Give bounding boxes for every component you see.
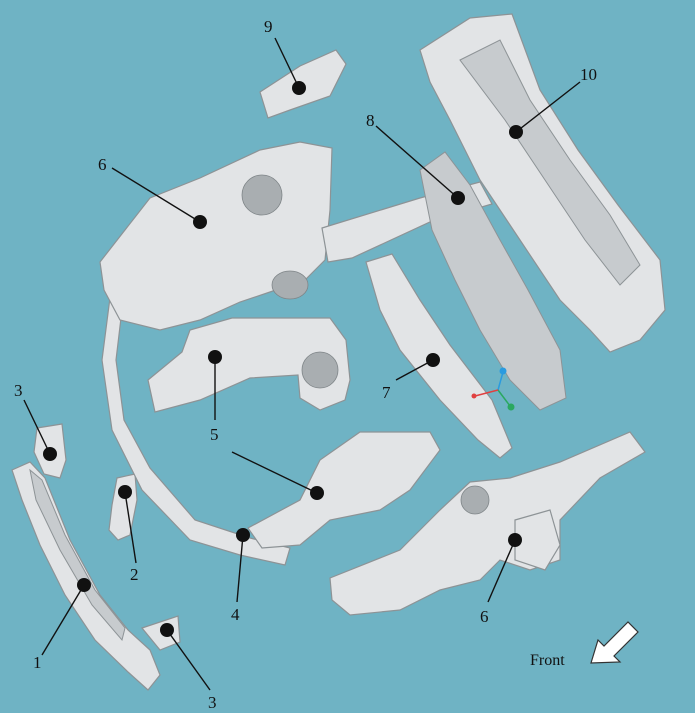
callout-3-lower: 3 xyxy=(160,623,217,712)
part-6-panel-upper xyxy=(99,141,333,331)
callout-6-upper: 6 xyxy=(98,155,207,229)
part-6-bracket xyxy=(514,509,561,571)
part-6-hole-c xyxy=(460,485,490,515)
callout-5-upper: 5 xyxy=(208,350,222,444)
callout-2: 2 xyxy=(118,485,139,584)
callout-10: 10 xyxy=(509,65,597,139)
parts-layer xyxy=(11,13,666,691)
callout-5-lower xyxy=(231,451,324,500)
part-8-side-panel xyxy=(419,151,567,411)
svg-text:6: 6 xyxy=(480,607,489,626)
callout-6-lower: 6 xyxy=(480,533,522,626)
part-5-rail-lower xyxy=(247,431,441,549)
callouts-layer: 1 2 3 3 4 5 xyxy=(14,17,597,712)
callout-7: 7 xyxy=(382,353,440,402)
part-6-rail-lower xyxy=(329,431,646,616)
part-2-bracket xyxy=(108,473,138,541)
callout-1: 1 xyxy=(33,578,91,672)
arrow-down-left-icon xyxy=(590,621,639,664)
svg-text:3: 3 xyxy=(14,381,23,400)
part-6-hole-b xyxy=(271,270,309,300)
callout-3-upper: 3 xyxy=(14,381,57,461)
svg-text:1: 1 xyxy=(33,653,42,672)
part-7-inner-rail xyxy=(365,253,513,459)
front-indicator: Front xyxy=(530,621,639,669)
svg-text:6: 6 xyxy=(98,155,107,174)
svg-text:3: 3 xyxy=(208,693,217,712)
part-1-face xyxy=(29,468,126,642)
front-label: Front xyxy=(530,652,565,669)
svg-text:10: 10 xyxy=(580,65,597,84)
svg-text:4: 4 xyxy=(231,605,240,624)
svg-text:2: 2 xyxy=(130,565,139,584)
svg-text:8: 8 xyxy=(366,111,375,130)
callout-8: 8 xyxy=(366,111,465,205)
part-5-panel-upper xyxy=(147,317,351,413)
part-4-frame-tube xyxy=(101,275,291,566)
svg-text:9: 9 xyxy=(264,17,273,36)
part-10-apron xyxy=(419,13,666,353)
callout-4: 4 xyxy=(231,528,250,624)
axis-gizmo xyxy=(471,367,515,411)
part-6-hole-a xyxy=(241,174,283,216)
part-10-face xyxy=(459,39,641,286)
svg-text:5: 5 xyxy=(210,425,219,444)
callout-9: 9 xyxy=(264,17,306,95)
svg-text:7: 7 xyxy=(382,383,391,402)
part-5-hole xyxy=(301,351,339,389)
